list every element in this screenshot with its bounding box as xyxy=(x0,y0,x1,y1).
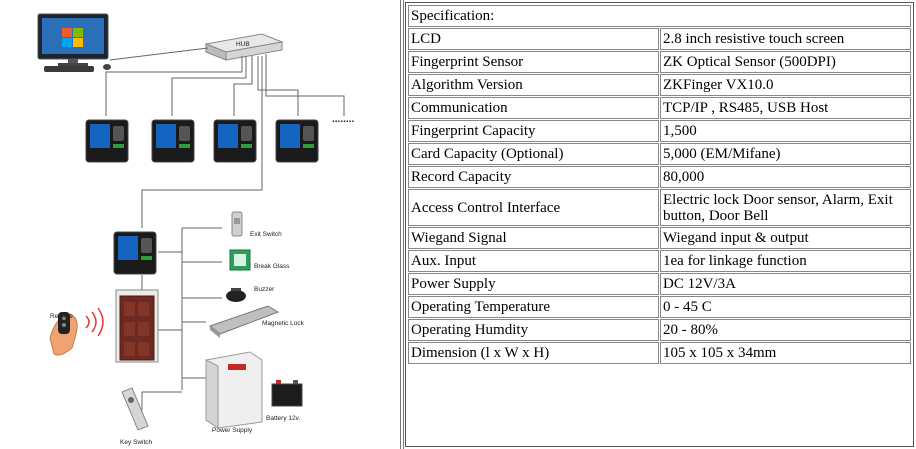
terminal-4-icon xyxy=(275,119,319,163)
power-supply-label: Power Supply xyxy=(212,427,253,434)
spec-value: 20 - 80% xyxy=(660,319,911,341)
more-devices-dots: ........ xyxy=(332,114,354,125)
network-switch-icon: HUB xyxy=(204,33,284,61)
spec-key: Record Capacity xyxy=(408,166,659,188)
spec-key: Fingerprint Sensor xyxy=(408,51,659,73)
exit-switch-icon xyxy=(231,211,243,237)
spec-value: 80,000 xyxy=(660,166,911,188)
buzzer-icon xyxy=(226,288,246,302)
spec-row: Dimension (l x W x H)105 x 105 x 34mm xyxy=(408,342,911,364)
break-glass-icon xyxy=(229,249,251,271)
network-wires xyxy=(105,47,345,228)
spec-key: Card Capacity (Optional) xyxy=(408,143,659,165)
key-switch-label: Key Switch xyxy=(120,439,153,446)
power-supply-icon xyxy=(205,351,263,429)
key-switch-icon xyxy=(121,387,149,431)
spec-key: Power Supply xyxy=(408,273,659,295)
spec-value: 2.8 inch resistive touch screen xyxy=(660,28,911,50)
spec-value: 105 x 105 x 34mm xyxy=(660,342,911,364)
spec-value: TCP/IP , RS485, USB Host xyxy=(660,97,911,119)
switch-brand-label: HUB xyxy=(236,41,250,48)
spec-key: Fingerprint Capacity xyxy=(408,120,659,142)
spec-key: Operating Temperature xyxy=(408,296,659,318)
spec-heading-row: Specification: xyxy=(408,5,911,27)
spec-value: 5,000 (EM/Mifane) xyxy=(660,143,911,165)
terminal-3-icon xyxy=(213,119,257,163)
break-glass-label: Break Glass xyxy=(254,263,290,270)
spec-row: Card Capacity (Optional)5,000 (EM/Mifane… xyxy=(408,143,911,165)
spec-key: Dimension (l x W x H) xyxy=(408,342,659,364)
battery-icon xyxy=(271,380,303,407)
terminal-2-icon xyxy=(151,119,195,163)
connection-diagram: HUB ........ xyxy=(0,0,400,449)
buzzer-label: Buzzer xyxy=(254,286,275,293)
spec-value: 1ea for linkage function xyxy=(660,250,911,272)
spec-value: Wiegand input & output xyxy=(660,227,911,249)
spec-key: LCD xyxy=(408,28,659,50)
exit-switch-label: Exit Switch xyxy=(250,231,282,238)
spec-key: Algorithm Version xyxy=(408,74,659,96)
accessory-wires xyxy=(141,227,222,410)
spec-key: Operating Humdity xyxy=(408,319,659,341)
terminal-1-icon xyxy=(85,119,129,163)
main-terminal-icon xyxy=(113,231,157,275)
magnetic-lock-icon xyxy=(208,305,280,338)
spec-heading: Specification: xyxy=(408,5,911,27)
spec-key: Wiegand Signal xyxy=(408,227,659,249)
spec-key: Communication xyxy=(408,97,659,119)
battery-label: Battery 12v. xyxy=(266,415,300,422)
spec-value: Electric lock Door sensor, Alarm, Exit b… xyxy=(660,189,911,226)
spec-value: ZK Optical Sensor (500DPI) xyxy=(660,51,911,73)
spec-value: ZKFinger VX10.0 xyxy=(660,74,911,96)
spec-key: Aux. Input xyxy=(408,250,659,272)
spec-value: 1,500 xyxy=(660,120,911,142)
spec-key: Access Control Interface xyxy=(408,189,659,226)
remote-hand-icon xyxy=(49,312,78,356)
door-icon xyxy=(115,289,159,363)
pane-divider xyxy=(400,0,404,449)
signal-waves-icon xyxy=(85,307,104,337)
magnetic-lock-label: Magnetic Lock xyxy=(262,320,305,327)
spec-value: 0 - 45 C xyxy=(660,296,911,318)
connection-diagram-svg: HUB ........ xyxy=(37,13,354,446)
computer-icon xyxy=(37,13,111,72)
spec-value: DC 12V/3A xyxy=(660,273,911,295)
remote-label: Remote xyxy=(50,313,73,320)
